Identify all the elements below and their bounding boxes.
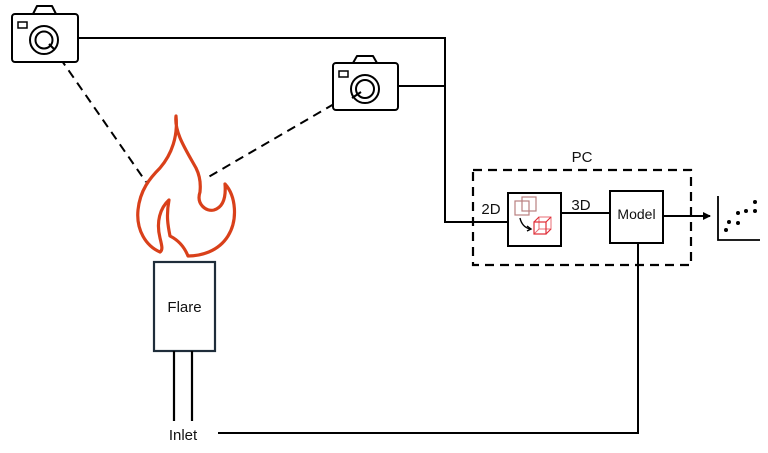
camera-1 bbox=[11, 5, 79, 63]
camera-icon bbox=[11, 5, 79, 63]
scatter-plot-icon bbox=[717, 196, 760, 241]
flame bbox=[136, 114, 236, 258]
output-node bbox=[717, 196, 760, 241]
inlet-to-model-connection bbox=[218, 243, 639, 434]
camera-1-sightline bbox=[59, 57, 147, 183]
model-label: Model bbox=[617, 206, 655, 222]
camera-2 bbox=[332, 55, 399, 111]
input-2d-label: 2D bbox=[481, 201, 500, 218]
inlet-label: Inlet bbox=[169, 427, 198, 444]
pc-label: PC bbox=[572, 149, 593, 166]
camera-1-connection bbox=[78, 37, 508, 223]
pc-boundary bbox=[471, 168, 693, 267]
camera-icon bbox=[332, 55, 399, 111]
2d-to-3d-reconstruction-icon bbox=[514, 196, 552, 235]
flare-node: Flare bbox=[152, 260, 217, 353]
output-3d-label: 3D bbox=[571, 197, 590, 214]
camera-2-sightline bbox=[204, 103, 335, 180]
model-node: Model bbox=[609, 190, 664, 244]
flame-icon bbox=[136, 114, 236, 258]
flare-label: Flare bbox=[167, 299, 201, 316]
reconstruction-node bbox=[507, 192, 562, 247]
